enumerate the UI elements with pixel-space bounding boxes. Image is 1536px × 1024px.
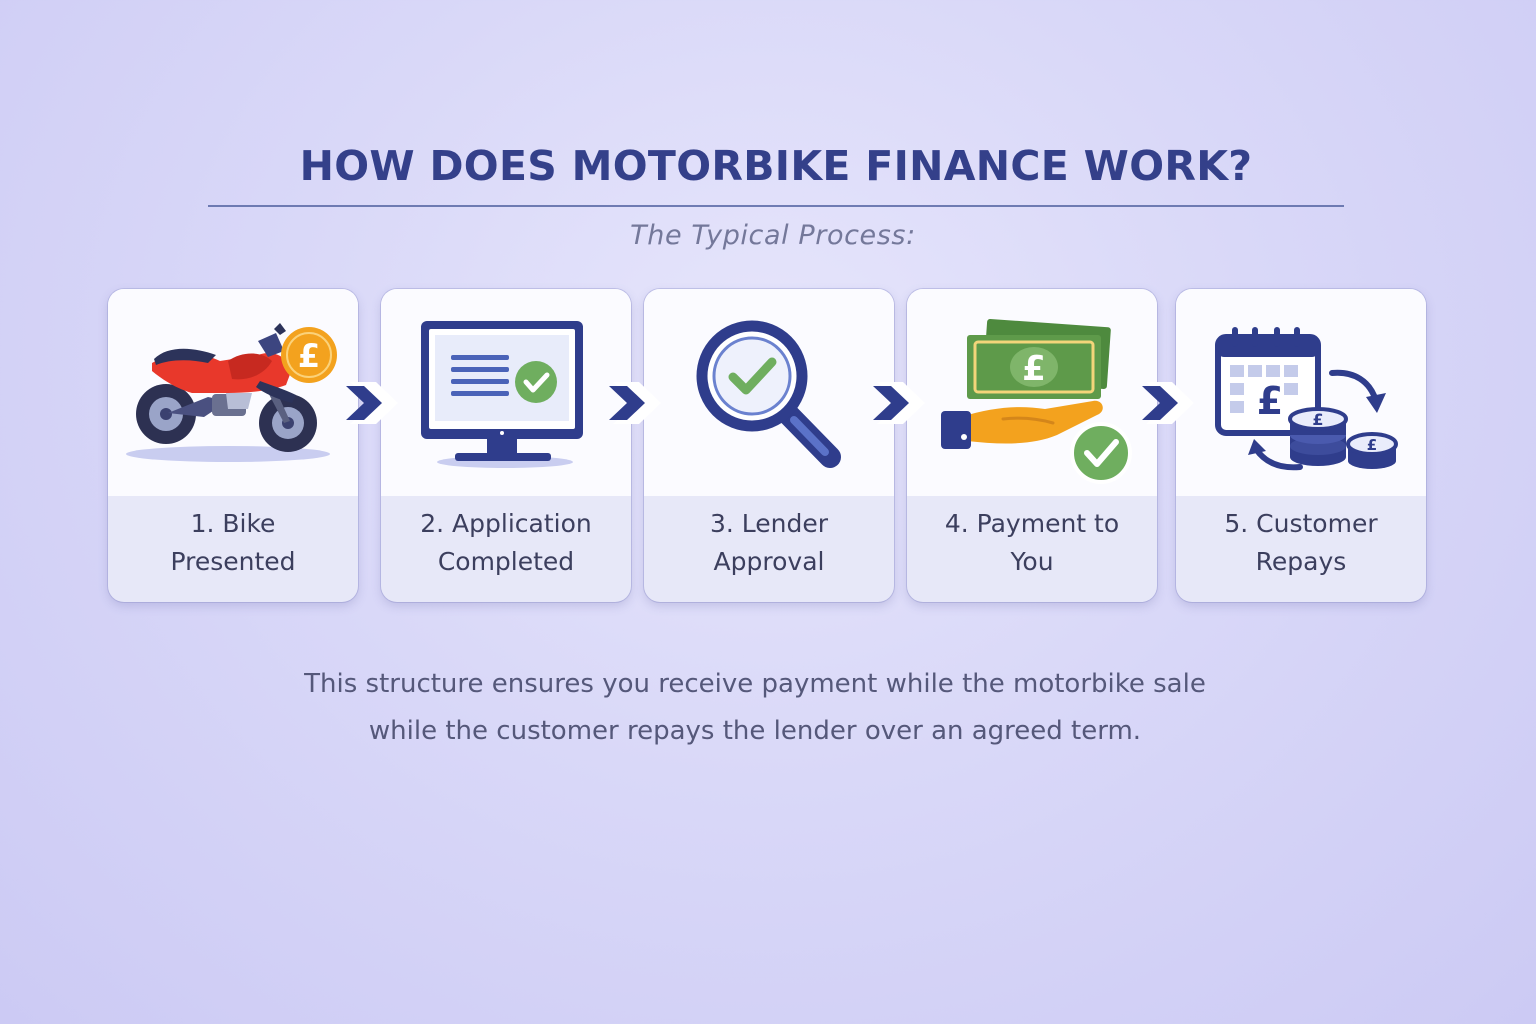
chevron-right-icon <box>873 382 925 424</box>
magnifier-check-icon <box>696 320 841 468</box>
footer-text-line: while the customer repays the lender ove… <box>368 716 1142 746</box>
step-card-bike-presented: £ 1. Bike Presented <box>108 289 358 602</box>
calendar-coins-icon: £ £ £ <box>1215 327 1398 471</box>
chevron-right-icon <box>346 382 398 424</box>
step-label: 1. Bike Presented <box>170 509 296 576</box>
footer-text-line: This structure ensures you receive payme… <box>304 669 1206 699</box>
step-card-payment-to-you: £ 4. Payment to You <box>907 289 1157 602</box>
step-label: 3. Lender Approval <box>709 509 829 576</box>
step-label: 5. Customer Repays <box>1224 509 1378 576</box>
step-card-customer-repays: £ £ £ 5. Customer <box>1176 289 1426 602</box>
page-title: HOW DOES MOTORBIKE FINANCE WORK? <box>299 142 1253 190</box>
step-label: 4. Payment to You <box>944 509 1120 576</box>
step-card-lender-approval: 3. Lender Approval <box>644 289 894 602</box>
step-label: 2. Application Completed <box>420 509 592 576</box>
motorbike-icon: £ <box>126 323 337 462</box>
page-subtitle: The Typical Process: <box>630 220 916 251</box>
chevron-right-icon <box>609 382 661 424</box>
title-divider <box>208 205 1344 207</box>
pound-glyph: £ <box>1257 379 1283 423</box>
computer-check-icon <box>421 321 583 468</box>
pound-glyph: £ <box>1022 349 1046 389</box>
cash-hand-icon: £ <box>941 318 1132 484</box>
pound-glyph: £ <box>1367 436 1377 454</box>
step-card-application-completed: 2. Application Completed <box>381 289 631 602</box>
pound-glyph: £ <box>298 337 320 375</box>
pound-glyph: £ <box>1312 410 1323 429</box>
chevron-right-icon <box>1142 382 1194 424</box>
